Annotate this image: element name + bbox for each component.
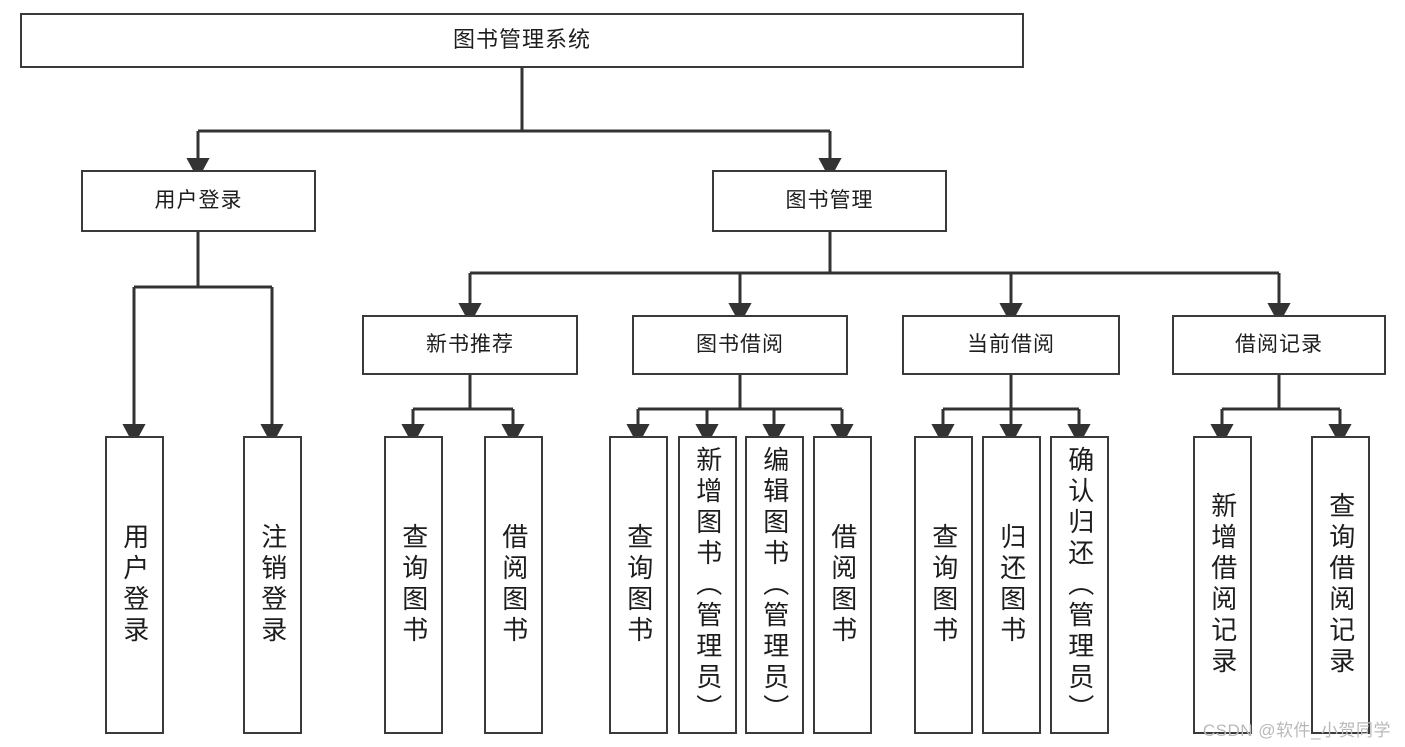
leaf-borrow-records-add[interactable]: 新增借阅记录 bbox=[1193, 436, 1252, 734]
node-label: 查询借阅记录 bbox=[1325, 492, 1356, 678]
node-label: 图书管理系统 bbox=[452, 27, 591, 53]
node-label: 新书推荐 bbox=[426, 333, 514, 357]
node-label: 查询图书 bbox=[623, 523, 654, 647]
leaf-current-borrow-confirm-admin[interactable]: 确认归还（管理员） bbox=[1050, 436, 1109, 734]
leaf-current-borrow-return[interactable]: 归还图书 bbox=[982, 436, 1041, 734]
node-label: 借阅记录 bbox=[1235, 333, 1323, 357]
node-label: 注销登录 bbox=[257, 523, 288, 647]
node-book-management[interactable]: 图书管理 bbox=[712, 170, 947, 232]
node-label: 归还图书 bbox=[996, 523, 1027, 647]
leaf-borrow-records-query[interactable]: 查询借阅记录 bbox=[1311, 436, 1370, 734]
leaf-user-login-signout[interactable]: 注销登录 bbox=[243, 436, 302, 734]
node-label: 借阅图书 bbox=[827, 523, 858, 647]
node-label: 用户登录 bbox=[154, 189, 243, 213]
leaf-current-borrow-query[interactable]: 查询图书 bbox=[914, 436, 973, 734]
node-borrow-records[interactable]: 借阅记录 bbox=[1172, 315, 1386, 375]
node-label: 当前借阅 bbox=[967, 333, 1055, 357]
leaf-book-borrow-query[interactable]: 查询图书 bbox=[609, 436, 668, 734]
leaf-book-borrow-add-admin[interactable]: 新增图书（管理员） bbox=[678, 436, 737, 734]
csdn-watermark: CSDN @软件_小贺同学 bbox=[1202, 721, 1391, 740]
node-label: 借阅图书 bbox=[498, 523, 529, 647]
node-label: 新增借阅记录 bbox=[1207, 492, 1238, 678]
node-new-book-recommend[interactable]: 新书推荐 bbox=[362, 315, 578, 375]
node-label: 图书借阅 bbox=[696, 333, 784, 357]
leaf-book-borrow-borrow[interactable]: 借阅图书 bbox=[813, 436, 872, 734]
node-label: 用户登录 bbox=[119, 523, 150, 647]
leaf-user-login-signin[interactable]: 用户登录 bbox=[105, 436, 164, 734]
node-label: 编辑图书（管理员） bbox=[759, 445, 790, 725]
node-label: 确认归还（管理员） bbox=[1064, 445, 1095, 725]
node-label: 查询图书 bbox=[398, 523, 429, 647]
leaf-book-borrow-edit-admin[interactable]: 编辑图书（管理员） bbox=[745, 436, 804, 734]
node-label: 查询图书 bbox=[928, 523, 959, 647]
node-label: 图书管理 bbox=[785, 189, 874, 213]
node-current-borrow[interactable]: 当前借阅 bbox=[902, 315, 1120, 375]
node-root-book-management-system[interactable]: 图书管理系统 bbox=[20, 13, 1024, 68]
node-label: 新增图书（管理员） bbox=[692, 445, 723, 725]
node-book-borrow[interactable]: 图书借阅 bbox=[632, 315, 848, 375]
leaf-new-book-query[interactable]: 查询图书 bbox=[384, 436, 443, 734]
leaf-new-book-borrow[interactable]: 借阅图书 bbox=[484, 436, 543, 734]
node-user-login[interactable]: 用户登录 bbox=[81, 170, 316, 232]
